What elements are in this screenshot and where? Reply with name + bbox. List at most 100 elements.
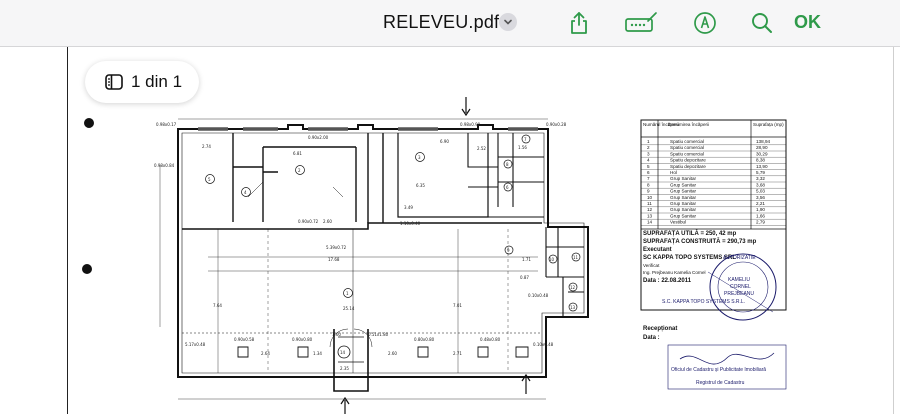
page-indicator-label: 1 din 1 xyxy=(131,72,183,91)
dim-label: 5.39x0.72 xyxy=(326,245,347,250)
legend-row-name: Grup Sanitar xyxy=(670,182,697,187)
legend-row-number: 1 xyxy=(647,139,650,144)
stamp-name: CORNEL xyxy=(730,284,751,290)
top-toolbar: RELEVEU.pdf OK xyxy=(0,0,900,47)
stamp-name: KAMELIU xyxy=(728,277,750,283)
legend-row-area: 138,94 xyxy=(756,139,770,144)
legend-row-name: Spatiu depozitare xyxy=(670,164,706,169)
legend-header-name: Denumirea încăperii xyxy=(668,122,709,127)
dim-label: 5.17x0.48 xyxy=(185,342,206,347)
legend-row-area: 1,66 xyxy=(756,213,765,218)
legend-header-number: Numărul încăperii xyxy=(643,122,679,127)
room-number: 14 xyxy=(340,350,346,355)
room-number: 11 xyxy=(573,255,579,260)
dim-label: 1.56 xyxy=(518,145,527,150)
legend-row-area: 8,38 xyxy=(756,158,765,163)
legend-row-number: 10 xyxy=(647,195,653,200)
floor-plan-drawing: 5 2 3 4 1 6 7 8 9 10 11 12 13 14 0.98x0.… xyxy=(154,97,787,414)
dim-label: 0.80x0.80 xyxy=(414,337,435,342)
dim-label: 0.51x1.80 xyxy=(368,332,389,337)
room-number: 6 xyxy=(506,185,509,190)
room-number: 12 xyxy=(570,285,576,290)
legend-row-number: 13 xyxy=(647,213,653,218)
legend-row-name: Vestibul xyxy=(670,220,686,225)
dim-label: 3.49 xyxy=(404,205,413,210)
legend-row-area: 1,90 xyxy=(756,207,765,212)
room-number: 13 xyxy=(570,305,576,310)
dim-label: 2.52 xyxy=(477,146,486,151)
room-number: 2 xyxy=(298,168,301,173)
legend-row-name: Spatiu comercial xyxy=(670,151,704,156)
dim-label: 0.90x0.58 xyxy=(234,337,255,342)
legend-row-area: 2,21 xyxy=(756,201,765,206)
hole-punch-mark xyxy=(82,264,92,274)
legend-row-name: Grup Sanitar xyxy=(670,201,697,206)
room-number: 4 xyxy=(244,190,247,195)
search-icon[interactable] xyxy=(748,9,776,37)
file-title[interactable]: RELEVEU.pdf xyxy=(383,12,500,32)
dim-label: 6.90 xyxy=(440,139,449,144)
room-number: 5 xyxy=(208,177,211,182)
legend-row-name: Grup Sanitar xyxy=(670,213,697,218)
room-number: 9 xyxy=(507,248,510,253)
dim-label: 0.48x0.80 xyxy=(480,337,501,342)
stamp-text: AUTORIZATIE xyxy=(723,255,756,261)
dim-label: 0.87 xyxy=(520,275,529,280)
stamp-name: PREJBEANU xyxy=(724,291,754,297)
dim-label: 0.90x0.28 xyxy=(546,122,567,127)
room-number: 10 xyxy=(549,257,555,262)
legend-row-number: 7 xyxy=(647,176,650,181)
legend-row-name: Grup Sanitar xyxy=(670,176,697,181)
legend-row-area: 3,68 xyxy=(756,182,765,187)
suprafata-construita: SUPRAFAȚA CONSTRUITĂ = 290,73 mp xyxy=(643,238,757,245)
page-indicator[interactable]: 1 din 1 xyxy=(85,61,199,103)
dim-label: 0.98x0.90 xyxy=(460,122,481,127)
dim-label: 1.10x0.40 xyxy=(400,221,421,226)
dim-label: 0.10x0.48 xyxy=(528,293,549,298)
reception-stamp xyxy=(667,344,787,390)
markup-pen-icon[interactable] xyxy=(691,9,719,37)
legend-row-area: 2,79 xyxy=(756,220,765,225)
legend-row-number: 4 xyxy=(647,158,650,163)
executant-label: Executant xyxy=(643,247,672,253)
legend-header-area: Suprafața (mp) xyxy=(753,122,784,127)
dim-label: 25.14 xyxy=(343,306,355,311)
chevron-down-icon[interactable] xyxy=(499,13,517,31)
legend-row-area: 13,90 xyxy=(756,164,768,169)
dim-label: 7.64 xyxy=(213,303,222,308)
stamp-small-text: Registrul de Cadastru xyxy=(696,380,745,386)
suprafata-utila: SUPRAFAȚA UTILĂ = 250, 42 mp xyxy=(643,230,737,237)
dim-label: 1.60 xyxy=(332,332,341,337)
legend-row-name: Grup Sanitar xyxy=(670,207,697,212)
data2-label: Data : xyxy=(643,335,660,341)
room-number: 3 xyxy=(418,155,421,160)
legend-row-number: 11 xyxy=(647,201,652,206)
verificat-label: Verificat xyxy=(643,263,660,268)
dim-label: 1.34 xyxy=(313,351,322,356)
dim-label: 0.10x0.48 xyxy=(533,342,554,347)
share-icon[interactable] xyxy=(565,9,593,37)
dim-label: 7.01 xyxy=(453,303,462,308)
dim-label: 0.90x0.72 xyxy=(298,219,319,224)
executant-name: SC KAPPA TOPO SYSTEMS SRL xyxy=(643,255,736,261)
legend-row-number: 9 xyxy=(647,189,650,194)
room-number: 7 xyxy=(524,137,527,142)
document-viewer[interactable]: 5 2 3 4 1 6 7 8 9 10 11 12 13 14 0.98x0.… xyxy=(0,47,900,414)
dim-label: 0.90x2.00 xyxy=(308,135,329,140)
official-stamp xyxy=(707,253,777,321)
dim-label: 2.35 xyxy=(340,366,349,371)
dim-label: 1.71 xyxy=(522,257,531,262)
legend-row-area: 30,29 xyxy=(756,151,768,156)
legend-row-name: Grup Sanitar xyxy=(670,189,697,194)
signature-icon[interactable] xyxy=(623,9,659,37)
legend-row-area: 5,03 xyxy=(756,189,765,194)
dim-label: 2.64 xyxy=(261,351,270,356)
legend-row-area: 3,56 xyxy=(756,195,765,200)
dim-label: 2.60 xyxy=(323,219,332,224)
dim-label: 2.74 xyxy=(202,144,211,149)
legend-row-number: 2 xyxy=(647,145,650,150)
stamp-company: S.C. KAPPA TOPO SYSTEMS S.R.L. xyxy=(662,299,745,305)
ok-button[interactable]: OK xyxy=(794,12,821,32)
dim-label: 0.98x0.84 xyxy=(154,163,175,168)
dim-label: 6.35 xyxy=(416,183,425,188)
